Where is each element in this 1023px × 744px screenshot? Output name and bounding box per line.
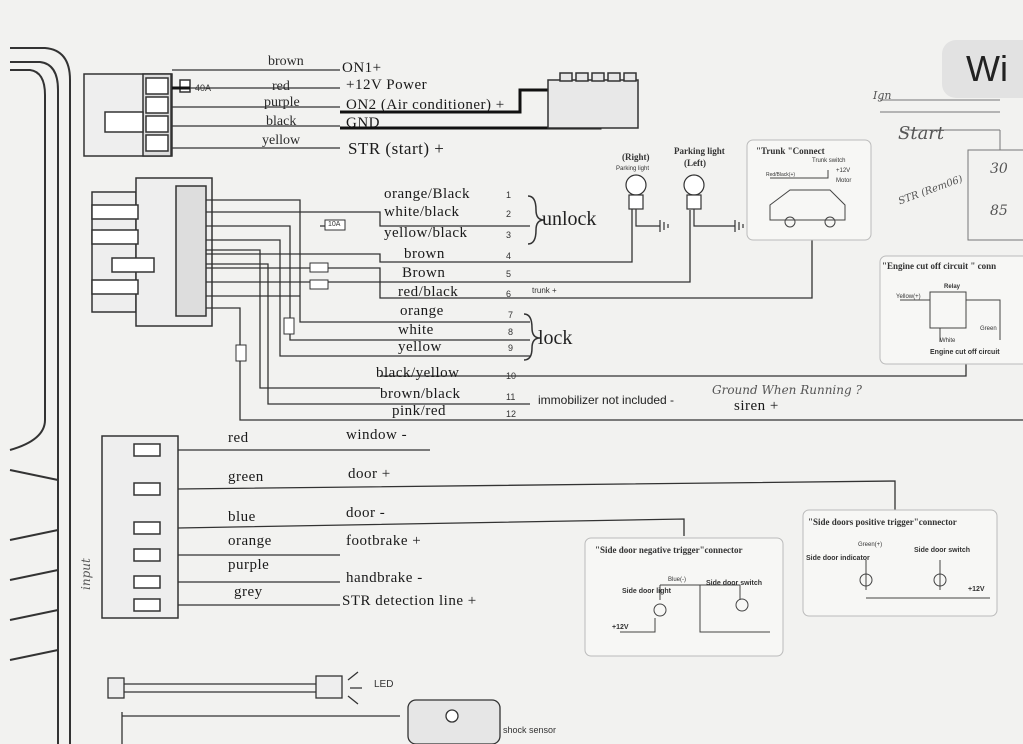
wire-function-label: door +	[348, 466, 391, 482]
motor-label: Motor	[836, 178, 852, 184]
wire-function-label: handbrake -	[346, 570, 423, 586]
wire-function-label: ON1+	[342, 60, 382, 76]
side-neg-title: "Side door negative trigger"connector	[595, 545, 743, 555]
engine-box-title: "Engine cut off circuit " conn	[882, 261, 997, 271]
side-pos-indicator-label: Side door indicator	[806, 555, 870, 562]
wire-color-label: green	[228, 469, 264, 485]
right-light-sub: Parking light	[616, 166, 650, 172]
immobilizer-note: immobilizer not included -	[538, 393, 675, 407]
wire-function-label: door -	[346, 505, 386, 521]
wire-number: 8	[508, 327, 514, 337]
wire-function-label: +12V Power	[346, 77, 428, 93]
relay-85-note: 85	[990, 203, 1008, 219]
wire-color-label: orange	[400, 303, 444, 319]
side-neg-blue-label: Blue(-)	[668, 577, 687, 583]
wire-function-label: window -	[346, 427, 408, 443]
wire-number: 10	[506, 371, 517, 381]
wire-color-label: white	[398, 322, 434, 338]
input-side-label: input	[79, 558, 93, 590]
wire-color-label: red/black	[398, 284, 459, 300]
wire-color-label: brown/black	[380, 386, 461, 402]
wire-function-label: ON2 (Air conditioner) +	[346, 97, 505, 113]
left-light-label: (Left)	[684, 158, 706, 168]
led-label: LED	[374, 679, 394, 690]
wire-color-label: grey	[234, 584, 263, 600]
wire-number: 6	[506, 289, 512, 299]
wire-function-label: STR detection line +	[342, 593, 477, 609]
wire-color-label: pink/red	[392, 403, 446, 419]
siren-label: siren +	[734, 398, 779, 414]
wire-color-label: red	[272, 79, 290, 94]
engine-green-label: Green	[980, 326, 997, 332]
side-pos-v-label: +12V	[968, 586, 985, 593]
fuse-label-10a: 10A	[328, 221, 341, 228]
engine-relay-label: Relay	[944, 284, 961, 290]
handwritten-note: Ground When Running ?	[712, 383, 862, 397]
wire-number: 12	[506, 409, 517, 419]
wire-number: 5	[506, 269, 512, 279]
wire-color-label: black/yellow	[376, 365, 460, 381]
wire-number: 1	[506, 190, 512, 200]
engine-white-label: White	[940, 338, 956, 344]
fuse-label-40a: 40A	[195, 83, 212, 93]
unlock-label: unlock	[542, 208, 597, 230]
side-neg-switch-label: Side door switch	[706, 580, 763, 587]
left-light-title: Parking light	[674, 146, 725, 156]
side-pos-switch-label: Side door switch	[914, 547, 971, 554]
trunk-label: trunk +	[532, 286, 557, 295]
wire-function-label: STR (start) +	[348, 139, 445, 158]
trunk-wire-label: Red/Black(+)	[766, 172, 796, 178]
wire-color-label: orange	[228, 533, 272, 549]
wire-color-label: red	[228, 430, 249, 446]
wire-color-label: yellow/black	[384, 225, 468, 241]
relay-30-note: 30	[990, 161, 1008, 177]
trunk-switch-label: Trunk switch	[812, 158, 846, 164]
wire-color-label: purple	[264, 95, 300, 110]
wire-number: 4	[506, 251, 512, 261]
shock-sensor-label: shock sensor	[503, 725, 557, 735]
wire-number: 9	[508, 343, 514, 353]
wire-color-label: black	[266, 114, 297, 129]
trunk-box-title: "Trunk "Connect	[756, 146, 825, 156]
trunk-v-label: +12V	[836, 168, 851, 174]
page-title: Wi	[942, 40, 1023, 98]
engine-yellow-label: Yellow(+)	[896, 294, 921, 300]
side-pos-green-label: Green(+)	[858, 542, 883, 548]
ign-note: Ign	[873, 89, 892, 102]
wire-number: 2	[506, 209, 512, 219]
wire-number: 7	[508, 310, 514, 320]
wire-color-label: Brown	[402, 265, 446, 281]
wire-color-label: yellow	[262, 133, 301, 148]
side-neg-light-label: Side door light	[622, 588, 671, 595]
start-note: Start	[898, 123, 945, 144]
wire-number: 3	[506, 230, 512, 240]
side-neg-v-label: +12V	[612, 624, 629, 631]
engine-box-footer: Engine cut off circuit	[930, 349, 1000, 356]
right-light-label: (Right)	[622, 152, 650, 162]
wire-function-label: footbrake +	[346, 533, 422, 549]
side-pos-title: "Side doors positive trigger"connector	[808, 517, 957, 527]
wire-function-label: GND	[346, 115, 380, 131]
wire-color-label: purple	[228, 557, 270, 573]
wire-color-label: orange/Black	[384, 186, 470, 202]
wire-number: 11	[506, 392, 516, 402]
wire-color-label: blue	[228, 509, 256, 525]
wire-color-label: yellow	[398, 339, 442, 355]
lock-label: lock	[538, 327, 573, 349]
wire-color-label: white/black	[384, 204, 460, 220]
wire-color-label: brown	[268, 54, 304, 69]
wire-color-label: brown	[404, 246, 445, 262]
